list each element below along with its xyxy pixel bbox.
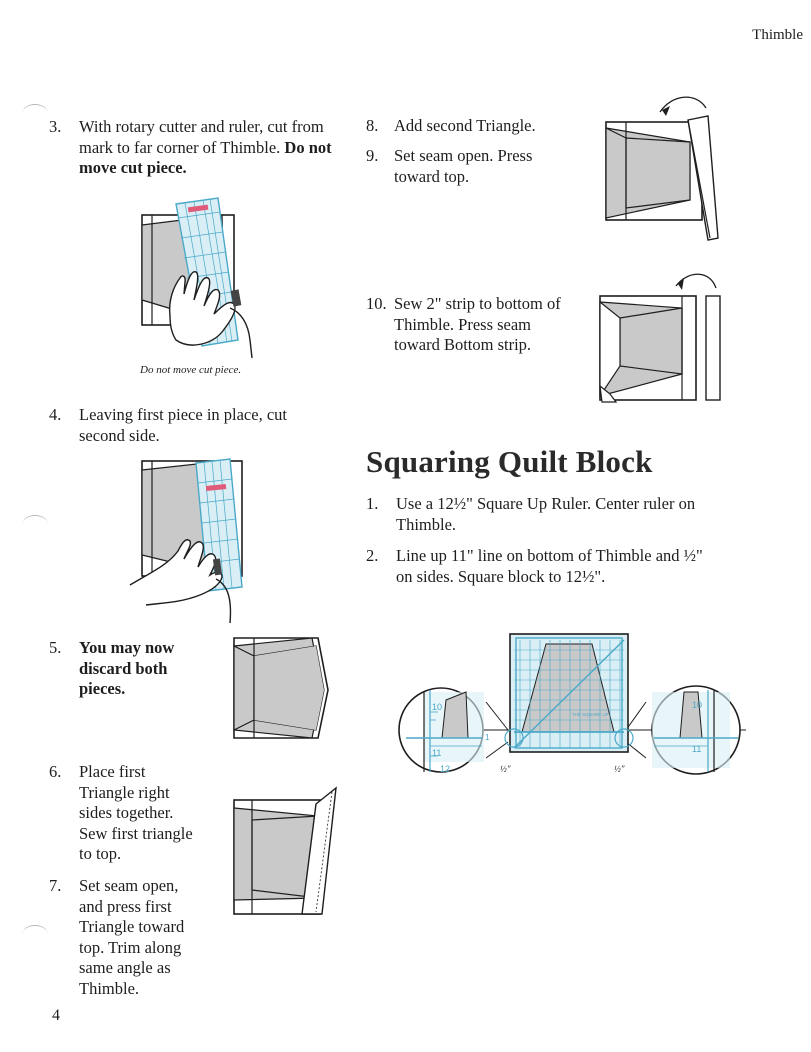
page-number: 4 bbox=[52, 1007, 60, 1024]
figure-sew-first-triangle bbox=[233, 786, 337, 915]
step-number: 4. bbox=[49, 405, 62, 424]
ruler-label-10-right: 10 bbox=[692, 700, 702, 710]
step-number: 1. bbox=[366, 494, 379, 513]
step-text: Line up 11" line on bottom of Thimble an… bbox=[396, 546, 703, 586]
step-number: 10. bbox=[366, 294, 387, 313]
figure-thimble-trimmed bbox=[233, 637, 329, 739]
figure-bottom-strip bbox=[599, 273, 721, 403]
step-number: 3. bbox=[49, 117, 62, 136]
step-number: 8. bbox=[366, 116, 379, 135]
figure-cut-first-side bbox=[141, 197, 253, 359]
figure-caption: Do not move cut piece. bbox=[140, 364, 242, 376]
ruler-label-10-left: 10 bbox=[432, 702, 442, 712]
step-warning: Do not move cut piece. bbox=[79, 137, 332, 178]
step-number: 9. bbox=[366, 146, 379, 165]
label-half-inch-right: ½" bbox=[614, 764, 625, 774]
ruler-label-12-left: 12 bbox=[440, 764, 450, 774]
step-text: Leaving first piece in place, cut second… bbox=[79, 405, 287, 445]
punch-hole-mark bbox=[22, 515, 48, 534]
ruler-label-11-left: 11 bbox=[432, 748, 441, 758]
step-number: 7. bbox=[49, 876, 62, 895]
punch-hole-mark bbox=[22, 925, 48, 944]
step-text: Sew 2" strip to bottom of Thimble. Press… bbox=[394, 294, 561, 354]
step-text: Add second Triangle. bbox=[394, 116, 536, 135]
figure-cut-second-side bbox=[129, 458, 243, 624]
step-text: You may now discard both pieces. bbox=[79, 638, 175, 698]
ruler-label-11-right: 11 bbox=[692, 744, 701, 754]
section-title: Squaring Quilt Block bbox=[366, 444, 653, 479]
step-text: Use a 12½" Square Up Ruler. Center ruler… bbox=[396, 494, 696, 534]
label-half-inch-left: ½" bbox=[500, 764, 511, 774]
ruler-brand: THE SQUARE UP bbox=[572, 712, 609, 717]
punch-hole-mark bbox=[22, 104, 48, 123]
step-text: Set seam open. Press toward top. bbox=[394, 146, 533, 186]
running-header: Thimble bbox=[752, 27, 803, 43]
step-number: 5. bbox=[49, 638, 62, 657]
step-text: Set seam open, and press first Triangle … bbox=[79, 876, 185, 998]
step-number: 2. bbox=[366, 546, 379, 565]
step-text: Place first Triangle right sides togethe… bbox=[79, 762, 193, 863]
figure-square-up-ruler: THE SQUARE UP 1 10 11 12 10 11 ½" ½" bbox=[398, 633, 746, 775]
step-text: With rotary cutter and ruler, cut from m… bbox=[79, 117, 324, 157]
ruler-label-1: 1 bbox=[485, 733, 490, 742]
step-number: 6. bbox=[49, 762, 62, 781]
figure-second-triangle bbox=[605, 96, 719, 241]
